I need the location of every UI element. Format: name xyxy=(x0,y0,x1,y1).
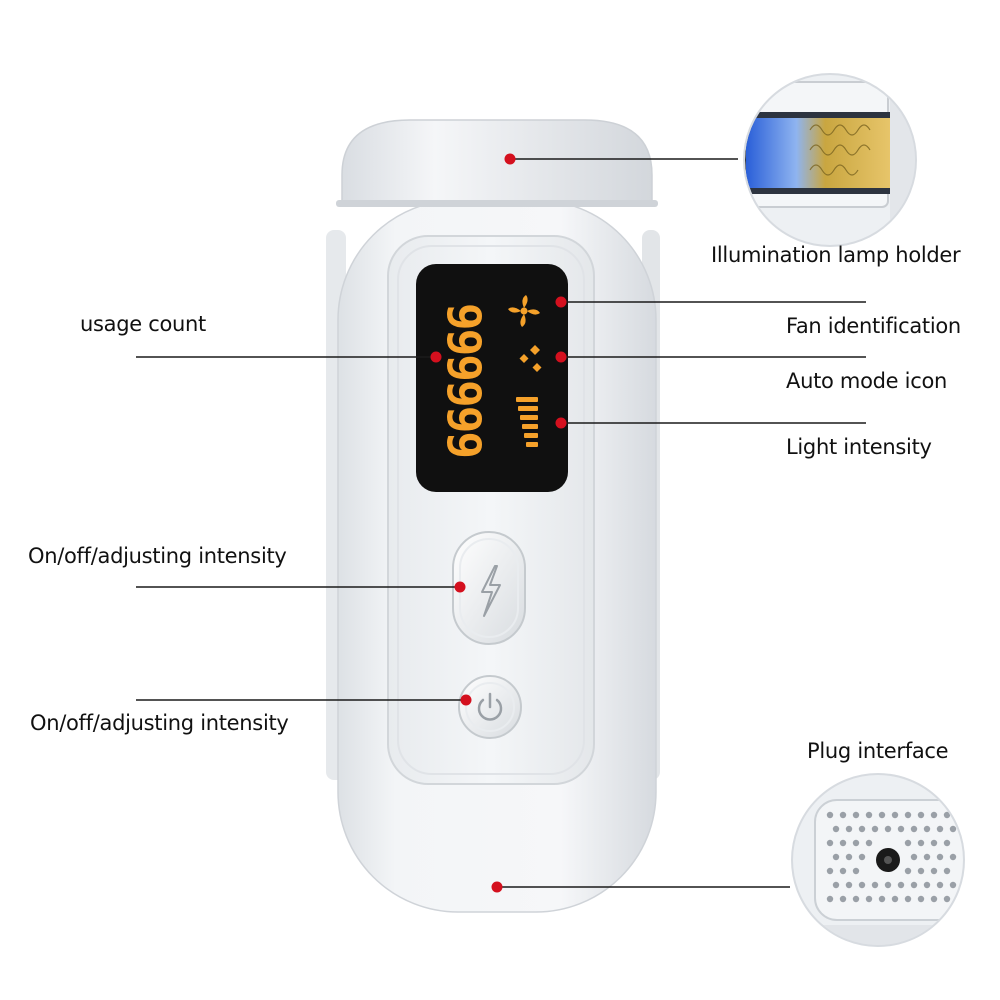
vent-hole xyxy=(917,839,925,847)
vent-hole xyxy=(943,839,951,847)
vent-hole xyxy=(930,867,938,875)
vent-hole xyxy=(930,811,938,819)
callout-dots xyxy=(430,153,567,893)
vent-hole xyxy=(904,839,912,847)
vent-hole xyxy=(832,853,840,861)
lamp-holder-inset xyxy=(743,73,917,247)
vent-hole xyxy=(891,895,899,903)
vent-hole xyxy=(858,853,866,861)
usage-count-digits: 999999 xyxy=(437,303,491,457)
vent-hole xyxy=(904,895,912,903)
dot-fan xyxy=(555,296,567,308)
flash-button[interactable] xyxy=(452,531,526,645)
vent-hole xyxy=(936,881,944,889)
vent-hole xyxy=(852,811,860,819)
vent-hole xyxy=(826,867,834,875)
vent-hole xyxy=(949,881,957,889)
vent-hole xyxy=(930,895,938,903)
vent-hole xyxy=(917,811,925,819)
label-flash-button: On/off/adjusting intensity xyxy=(28,544,287,568)
callout-lines xyxy=(136,158,866,888)
vent-hole xyxy=(858,825,866,833)
vent-hole xyxy=(871,881,879,889)
label-lamp-holder: Illumination lamp holder xyxy=(711,243,961,267)
device: 999999 xyxy=(326,119,660,913)
vent-hole xyxy=(904,867,912,875)
label-plug-interface: Plug interface xyxy=(807,739,949,763)
vent-hole xyxy=(923,853,931,861)
vent-hole xyxy=(845,853,853,861)
vent-hole xyxy=(852,839,860,847)
fan-icon xyxy=(508,295,540,327)
vent-hole xyxy=(910,853,918,861)
dot-power-button xyxy=(460,694,472,706)
vent-hole xyxy=(865,839,873,847)
vent-hole xyxy=(897,825,905,833)
dot-usage-count xyxy=(430,351,442,363)
dot-light-intensity xyxy=(555,417,567,429)
front-panel-inner xyxy=(397,245,585,775)
vent-hole xyxy=(839,895,847,903)
vent-hole xyxy=(949,853,957,861)
power-icon xyxy=(477,692,503,721)
lightning-icon xyxy=(481,565,501,617)
vent-hole xyxy=(943,895,951,903)
dot-plug xyxy=(491,881,503,893)
vent-hole xyxy=(930,839,938,847)
vent-hole xyxy=(910,825,918,833)
vent-hole xyxy=(923,881,931,889)
lamp-cap xyxy=(341,119,653,206)
label-auto-mode: Auto mode icon xyxy=(786,369,948,393)
vent-hole xyxy=(943,811,951,819)
vent-hole xyxy=(884,825,892,833)
vent-hole xyxy=(943,867,951,875)
vent-hole xyxy=(852,895,860,903)
vent-hole xyxy=(884,881,892,889)
vent-hole xyxy=(839,867,847,875)
vent-hole xyxy=(826,895,834,903)
vent-hole xyxy=(826,839,834,847)
plug-interface-inset xyxy=(791,773,965,947)
dot-auto-mode xyxy=(555,351,567,363)
vent-hole xyxy=(917,895,925,903)
label-fan-identification: Fan identification xyxy=(786,314,961,338)
vent-hole xyxy=(839,811,847,819)
vent-holes xyxy=(826,811,957,903)
power-button[interactable] xyxy=(458,675,522,739)
vent-hole xyxy=(891,811,899,819)
vent-hole xyxy=(936,825,944,833)
vent-hole xyxy=(839,839,847,847)
vent-hole xyxy=(865,811,873,819)
vent-hole xyxy=(923,825,931,833)
vent-hole xyxy=(826,811,834,819)
vent-hole xyxy=(871,825,879,833)
vent-hole xyxy=(832,825,840,833)
cap-seam xyxy=(336,200,658,207)
vent-hole xyxy=(917,867,925,875)
vent-hole xyxy=(910,881,918,889)
vent-hole xyxy=(832,881,840,889)
label-light-intensity: Light intensity xyxy=(786,435,932,459)
intensity-bars-icon xyxy=(516,397,538,447)
display-screen: 999999 xyxy=(416,264,568,492)
vent-hole xyxy=(936,853,944,861)
label-power-button: On/off/adjusting intensity xyxy=(30,711,289,735)
vent-hole xyxy=(904,811,912,819)
vent-hole xyxy=(865,895,873,903)
dot-flash-button xyxy=(454,581,466,593)
vent-hole xyxy=(878,895,886,903)
vent-hole xyxy=(845,825,853,833)
vent-hole xyxy=(845,881,853,889)
vent-hole xyxy=(878,811,886,819)
vent-hole xyxy=(852,867,860,875)
vent-hole xyxy=(858,881,866,889)
auto-mode-icon xyxy=(519,345,542,372)
dot-lamp-holder xyxy=(504,153,516,165)
vent-hole xyxy=(897,881,905,889)
label-usage-count: usage count xyxy=(80,312,206,336)
vent-hole xyxy=(949,825,957,833)
